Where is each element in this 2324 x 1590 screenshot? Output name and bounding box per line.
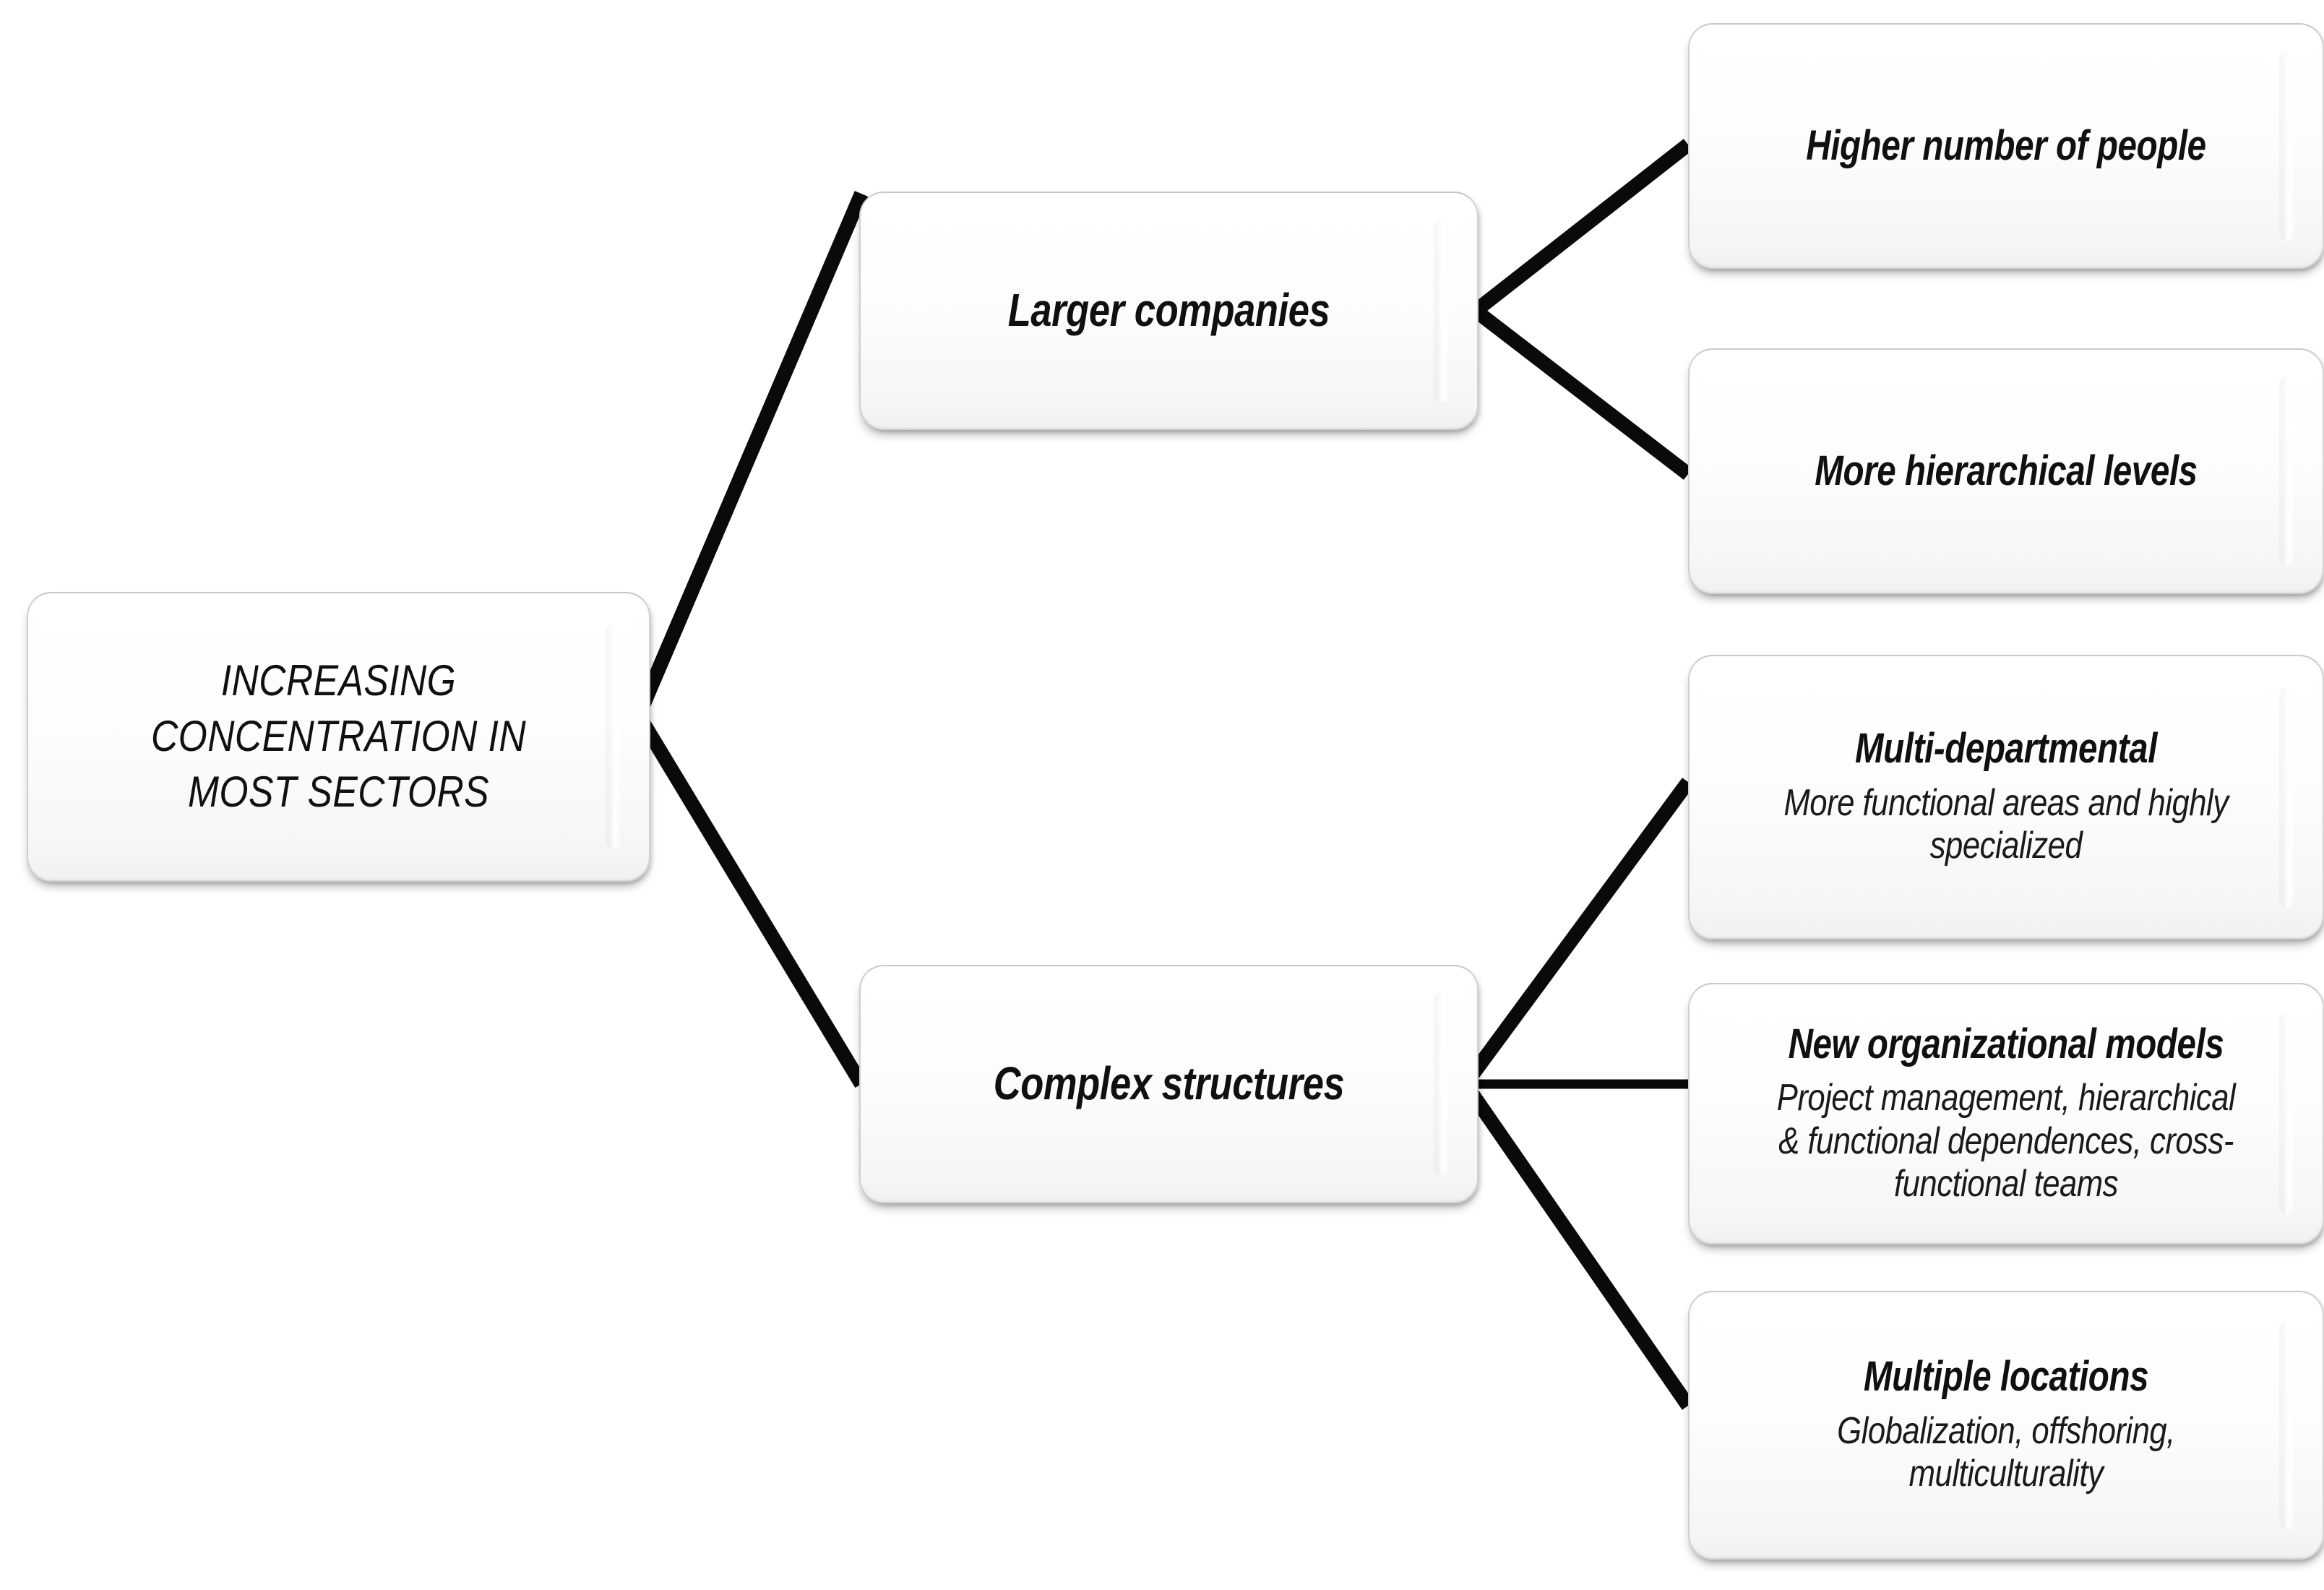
node-new-organizational-models[interactable]: New organizational models Project manage… [1688, 983, 2324, 1245]
node-complex-structures[interactable]: Complex structures [859, 965, 1479, 1203]
node-root-increasing-concentration[interactable]: INCREASING CONCENTRATION IN MOST SECTORS [27, 592, 650, 882]
node-new-organizational-models-label: New organizational models [1788, 1020, 2224, 1067]
node-root-content: INCREASING CONCENTRATION IN MOST SECTORS [28, 653, 649, 820]
node-higher-number-of-people-content: Higher number of people [1690, 121, 2323, 169]
connector-root-to-complex-structures [632, 711, 868, 1088]
node-larger-companies-content: Larger companies [861, 285, 1477, 335]
node-multi-departmental-content: Multi-departmental More functional areas… [1690, 726, 2323, 867]
node-multiple-locations-detail: Globalization, offshoring, multicultural… [1837, 1410, 2175, 1495]
node-root-label: INCREASING CONCENTRATION IN MOST SECTORS [150, 656, 527, 816]
node-multi-departmental[interactable]: Multi-departmental More functional areas… [1688, 655, 2324, 940]
node-complex-structures-label: Complex structures [993, 1057, 1345, 1110]
node-multi-departmental-detail: More functional areas and highly special… [1783, 782, 2229, 867]
node-more-hierarchical-levels[interactable]: More hierarchical levels [1688, 348, 2324, 594]
node-multiple-locations-content: Multiple locations Globalization, offsho… [1690, 1354, 2323, 1495]
node-new-organizational-models-detail: Project management, hierarchical & funct… [1776, 1077, 2236, 1205]
connector-larger-companies-to-more-hierarchical-levels [1471, 305, 1693, 480]
node-multiple-locations-label: Multiple locations [1863, 1353, 2149, 1401]
connector-root-to-larger-companies [632, 191, 869, 718]
node-higher-number-of-people-label: Higher number of people [1806, 121, 2206, 169]
node-larger-companies-label: Larger companies [1007, 284, 1330, 337]
connector-complex-structures-to-multi-departmental [1459, 778, 1695, 1088]
node-new-organizational-models-content: New organizational models Project manage… [1690, 1020, 2323, 1206]
node-multiple-locations[interactable]: Multiple locations Globalization, offsho… [1688, 1291, 2324, 1560]
node-complex-structures-content: Complex structures [861, 1059, 1477, 1109]
connector-larger-companies-to-higher-number-of-people [1471, 139, 1693, 317]
node-more-hierarchical-levels-content: More hierarchical levels [1690, 447, 2323, 494]
connector-complex-structures-to-multiple-locations [1459, 1080, 1695, 1410]
node-higher-number-of-people[interactable]: Higher number of people [1688, 23, 2324, 269]
node-larger-companies[interactable]: Larger companies [859, 192, 1479, 430]
node-more-hierarchical-levels-label: More hierarchical levels [1815, 447, 2198, 494]
node-multi-departmental-label: Multi-departmental [1854, 725, 2158, 773]
